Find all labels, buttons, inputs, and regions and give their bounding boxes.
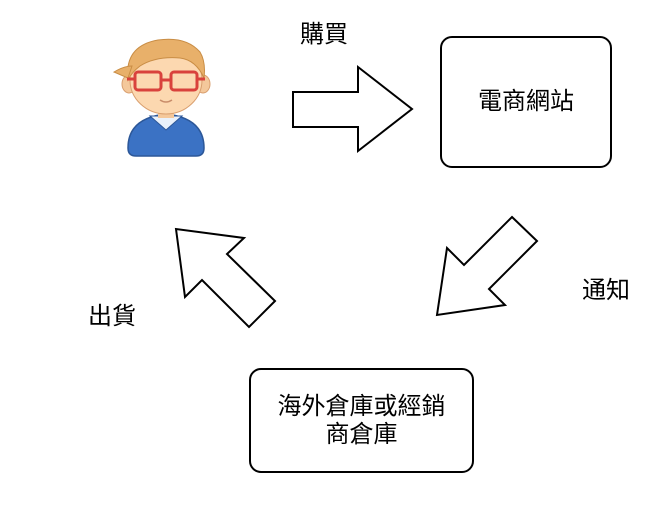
node-ecommerce-label: 電商網站 [478,87,574,116]
edge-label-notify: 通知 [582,276,630,304]
arrow-notify [435,215,539,317]
node-warehouse-label-line1: 海外倉庫或經銷 [277,391,446,420]
edge-label-buy: 購買 [300,20,348,48]
arrow-ship [174,227,277,329]
arrow-buy [292,64,414,154]
person-with-glasses-icon [112,38,211,157]
node-ecommerce-site: 電商網站 [440,36,612,168]
node-warehouse-label-line2: 商倉庫 [325,419,398,448]
node-warehouse: 海外倉庫或經銷 商倉庫 [249,368,474,473]
edge-label-ship: 出貨 [88,302,136,330]
